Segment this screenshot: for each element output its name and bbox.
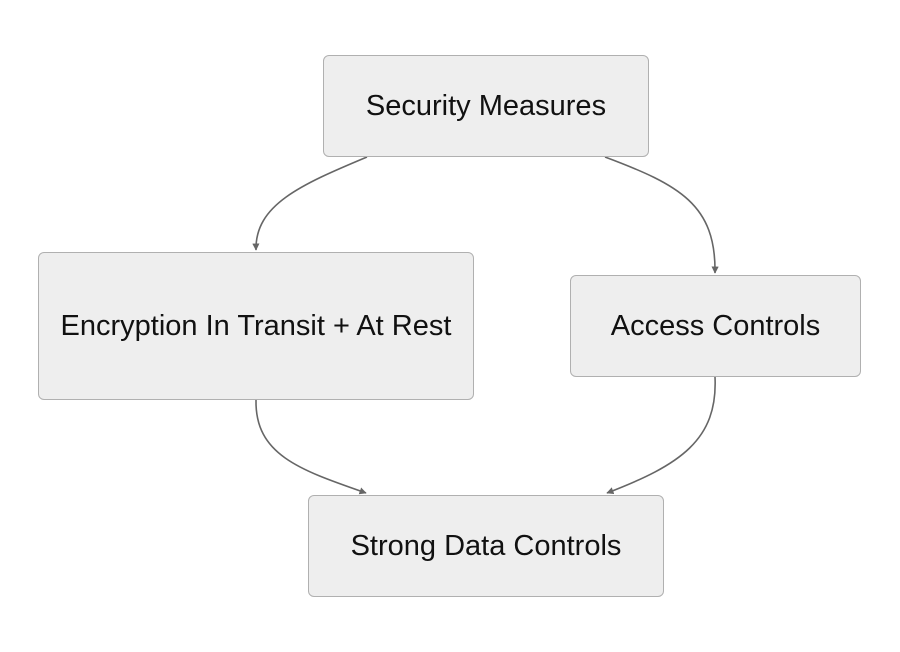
edge-security-to-encryption bbox=[252, 156, 368, 251]
node-label: Access Controls bbox=[610, 309, 821, 342]
node-access-controls: Access Controls bbox=[570, 275, 861, 377]
edge-access-to-strong bbox=[606, 376, 716, 495]
node-encryption: Encryption In Transit + At Rest bbox=[38, 252, 474, 400]
edge-security-to-access bbox=[604, 156, 719, 274]
node-label: Strong Data Controls bbox=[350, 529, 622, 562]
node-label: Encryption In Transit + At Rest bbox=[60, 309, 452, 342]
node-label: Security Measures bbox=[365, 89, 607, 122]
node-security-measures: Security Measures bbox=[323, 55, 649, 157]
edge-encryption-to-strong bbox=[255, 399, 367, 495]
node-strong-data-controls: Strong Data Controls bbox=[308, 495, 664, 597]
